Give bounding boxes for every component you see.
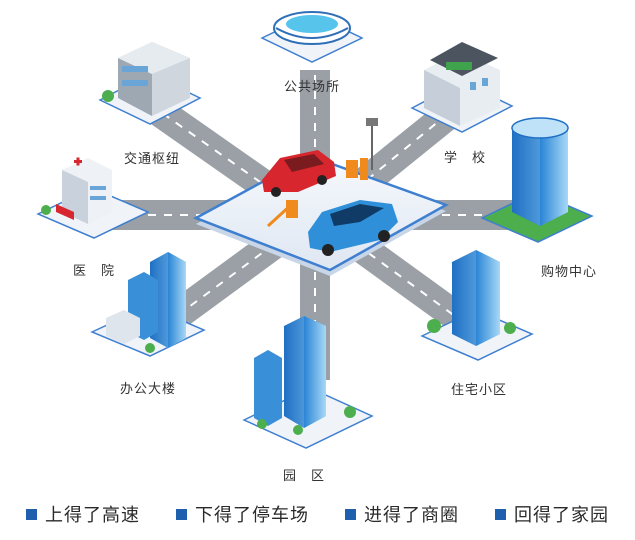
transport-hub-icon [98, 42, 202, 125]
label-shopping-mall: 购物中心 [540, 265, 598, 280]
legend: 上得了高速 下得了停车场 进得了商圈 回得了家园 [0, 496, 635, 532]
legend-label: 上得了高速 [45, 505, 140, 526]
legend-square [345, 508, 356, 520]
barrier-gates [266, 118, 378, 228]
office-building-icon [90, 252, 206, 357]
legend-item-parking: 下得了停车场 [176, 501, 309, 527]
legend-square [495, 508, 506, 520]
label-transport-hub: 交通枢纽 [123, 152, 181, 167]
shopping-mall-icon [480, 117, 594, 243]
red-car [262, 150, 336, 197]
legend-item-home: 回得了家园 [495, 501, 609, 527]
label-school: 学 校 [443, 151, 487, 166]
central-parking-lot [193, 118, 449, 276]
public-place-icon [260, 11, 364, 63]
blue-car [308, 200, 398, 256]
legend-label: 下得了停车场 [195, 505, 309, 526]
legend-square [26, 508, 37, 520]
hospital-icon [36, 157, 150, 239]
legend-label: 进得了商圈 [364, 505, 459, 526]
label-public-place: 公共场所 [283, 80, 341, 95]
label-residential: 住宅小区 [450, 383, 508, 398]
legend-label: 回得了家园 [514, 505, 609, 526]
residential-icon [420, 250, 534, 361]
park-zone-icon [242, 316, 374, 449]
label-hospital: 医 院 [72, 264, 116, 279]
school-icon [410, 42, 514, 133]
legend-square [176, 508, 187, 520]
label-office-building: 办公大楼 [119, 382, 177, 397]
label-park-zone: 园 区 [282, 469, 326, 484]
legend-item-mall: 进得了商圈 [345, 501, 459, 527]
legend-item-highway: 上得了高速 [26, 501, 140, 527]
